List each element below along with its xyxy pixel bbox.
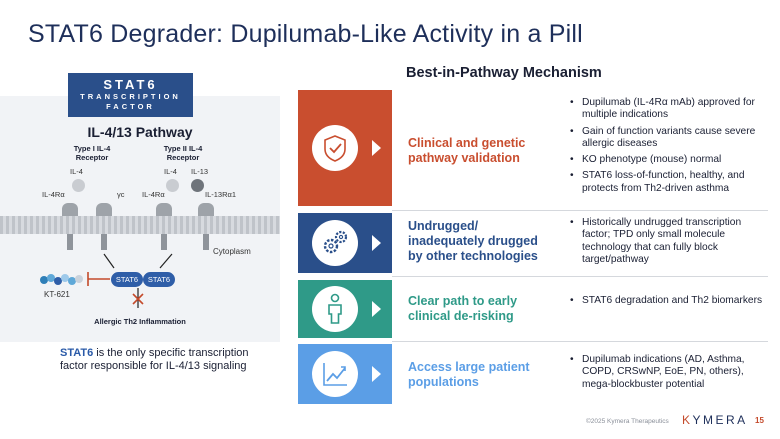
- signaling-arrows: [87, 253, 173, 308]
- row-arrow-icon: [372, 366, 381, 382]
- pathway-title: IL-4/13 Pathway: [87, 124, 193, 140]
- row-separator: [392, 341, 768, 342]
- cell-membrane: [0, 216, 280, 234]
- stat6-summary-note: STAT6 is the only specific transcription…: [60, 347, 270, 373]
- receptor-arm-2: [96, 203, 112, 217]
- person-icon: [312, 286, 358, 332]
- il4-ligand-left: [72, 179, 85, 192]
- receptor-stem-2: [101, 234, 107, 250]
- row-tile: [298, 280, 392, 338]
- shield-check-icon: [312, 125, 358, 171]
- row-heading: Undrugged/ inadequately drugged by other…: [408, 219, 538, 263]
- stat6-molecule-a: STAT6: [111, 272, 143, 287]
- tf-box-line1: STAT6: [103, 77, 158, 92]
- row-arrow-icon: [372, 235, 381, 251]
- receptor-arm-1: [62, 203, 78, 217]
- receptor-stem-3: [161, 234, 167, 250]
- mechanism-row-populations: Access large patient populations Dupilum…: [298, 344, 768, 404]
- page-number: 15: [755, 416, 764, 425]
- receptor-type1-line1: Type I IL-4: [73, 144, 111, 153]
- mechanism-row-derisking: Clear path to early clinical de-risking …: [298, 280, 768, 338]
- allergic-inflammation-label: Allergic Th2 Inflammation: [94, 317, 186, 326]
- mechanism-row-validation: Clinical and genetic pathway validation …: [298, 90, 768, 206]
- receptor-stem-4: [203, 234, 209, 250]
- receptor-type2-line1: Type II IL-4: [163, 144, 203, 153]
- yc-label: γc: [117, 190, 125, 199]
- bullet-item: Historically undrugged transcription fac…: [570, 217, 770, 266]
- note-rest: is the only specific transcription facto…: [60, 347, 249, 372]
- il4-label-right: IL-4: [164, 167, 177, 176]
- stat6-transcription-factor-box: STAT6 TRANSCRIPTION FACTOR: [68, 73, 193, 117]
- section-title: Best-in-Pathway Mechanism: [406, 65, 602, 81]
- bullet-item: Dupilumab (IL-4Rα mAb) approved for mult…: [570, 97, 770, 122]
- logo-mark: K: [682, 413, 693, 427]
- logo-text: YMERA: [692, 413, 748, 427]
- arrow-right-in: [159, 253, 173, 269]
- il4-ligand-right: [166, 179, 179, 192]
- stat6-molecule-b: STAT6: [143, 272, 175, 287]
- bullet-item: STAT6 degradation and Th2 biomarkers: [570, 295, 770, 308]
- receptor-type1-label: Type I IL-4 Receptor: [62, 144, 122, 162]
- receptor-arm-4: [198, 203, 214, 217]
- receptor-type2-line2: Receptor: [166, 153, 200, 162]
- row-separator: [392, 210, 768, 211]
- tf-box-line3: FACTOR: [106, 102, 155, 111]
- kymera-logo: KYMERA: [682, 413, 748, 427]
- arrow-left-in: [103, 253, 115, 269]
- receptor-stem-1: [67, 234, 73, 250]
- kt621-label: KT-621: [44, 290, 70, 299]
- copyright-text: ©2025 Kymera Therapeutics: [586, 418, 669, 425]
- il4ra-label-right: IL-4Rα: [142, 190, 165, 199]
- row-tile: [298, 90, 392, 206]
- row-tile: [298, 344, 392, 404]
- row-arrow-icon: [372, 301, 381, 317]
- receptor-type2-label: Type II IL-4 Receptor: [152, 144, 214, 162]
- row-bullets: Historically undrugged transcription fac…: [570, 217, 770, 270]
- il4-label-left: IL-4: [70, 167, 83, 176]
- il13-ligand: [191, 179, 204, 192]
- mechanism-row-undrugged: Undrugged/ inadequately drugged by other…: [298, 213, 768, 273]
- receptor-arm-3: [156, 203, 172, 217]
- row-bullets: STAT6 degradation and Th2 biomarkers: [570, 295, 770, 311]
- chart-trend-icon: [312, 351, 358, 397]
- il13-label: IL-13: [191, 167, 209, 176]
- bullet-item: KO phenotype (mouse) normal: [570, 154, 770, 167]
- row-separator: [392, 276, 768, 277]
- row-tile: [298, 213, 392, 273]
- gears-icon: [312, 220, 358, 266]
- kt621-molecule-icon: [40, 274, 83, 285]
- row-heading: Clear path to early clinical de-risking: [408, 294, 518, 323]
- note-highlight: STAT6: [60, 347, 94, 359]
- il4ra-label-left: IL-4Rα: [42, 190, 65, 199]
- il13ra1-label: IL-13Rα1: [205, 190, 237, 199]
- bullet-item: Gain of function variants cause severe a…: [570, 126, 770, 151]
- tf-box-line2: TRANSCRIPTION: [80, 92, 181, 101]
- receptor-type1-line2: Receptor: [75, 153, 109, 162]
- cytoplasm-label: Cytoplasm: [213, 247, 251, 256]
- row-heading: Access large patient populations: [408, 360, 530, 389]
- slide-title: STAT6 Degrader: Dupilumab-Like Activity …: [28, 20, 583, 48]
- row-arrow-icon: [372, 140, 381, 156]
- row-bullets: Dupilumab (IL-4Rα mAb) approved for mult…: [570, 97, 770, 199]
- row-bullets: Dupilumab indications (AD, Asthma, COPD,…: [570, 354, 770, 395]
- block-x-2: [132, 293, 144, 305]
- bullet-item: STAT6 loss-of-function, healthy, and pro…: [570, 170, 770, 195]
- bullet-item: Dupilumab indications (AD, Asthma, COPD,…: [570, 354, 770, 391]
- row-heading: Clinical and genetic pathway validation: [408, 136, 526, 165]
